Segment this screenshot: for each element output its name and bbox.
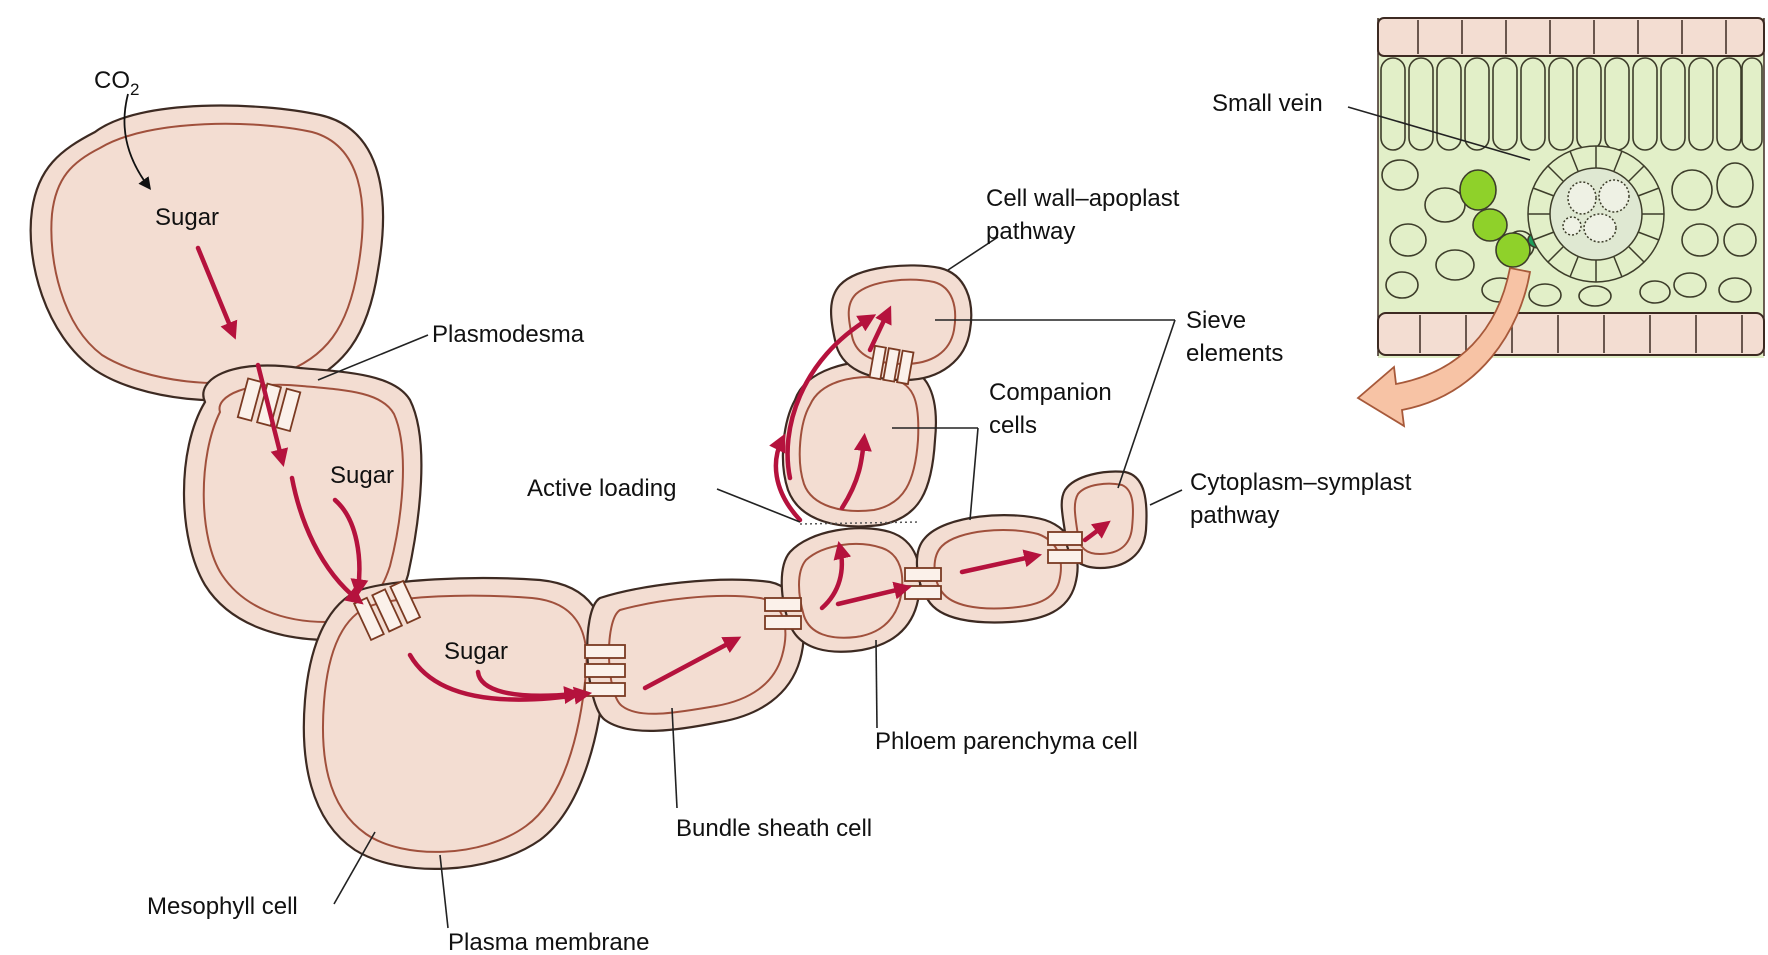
small-vein-label: Small vein (1212, 90, 1323, 117)
leader-cytoplasm (1150, 490, 1182, 505)
leader-companion-lower (970, 428, 978, 520)
small-vein-bundle (1528, 146, 1664, 282)
mesophyll-label: Mesophyll cell (147, 893, 298, 920)
sieve-label-line2: elements (1186, 340, 1283, 367)
mesophyll-cell-top (31, 106, 383, 401)
plasmodesma-pair-7 (870, 346, 914, 384)
sieve-label-line1: Sieve (1186, 307, 1246, 334)
upper-epidermis (1378, 18, 1764, 56)
leaf-cross-section (1378, 18, 1764, 358)
bundle-sheath-label: Bundle sheath cell (676, 815, 872, 842)
cell-wall-label-line1: Cell wall–apoplast (986, 185, 1180, 212)
companion-label-line1: Companion (989, 379, 1112, 406)
sugar-label-2: Sugar (330, 462, 394, 489)
lower-epidermis (1378, 313, 1764, 355)
cell-wall-label-line2: pathway (986, 218, 1075, 245)
sugar-label-1: Sugar (155, 204, 219, 231)
sugar-label-3: Sugar (444, 638, 508, 665)
mesophyll-cell-bottom (304, 578, 606, 869)
companion-label-line2: cells (989, 412, 1037, 439)
palisade-layer (1381, 58, 1762, 150)
plasmodesma-label: Plasmodesma (432, 321, 585, 348)
cytoplasm-label-line1: Cytoplasm–symplast (1190, 469, 1412, 496)
leader-sieve-lower (1118, 320, 1175, 488)
plasma-membrane-label: Plasma membrane (448, 929, 649, 955)
co2-label: CO2 (94, 67, 139, 99)
leader-phloem-parenchyma (876, 640, 877, 728)
cytoplasm-label-line2: pathway (1190, 502, 1279, 529)
plasmodesma-pair-3 (585, 645, 625, 696)
active-loading-label: Active loading (527, 475, 676, 502)
phloem-parenchyma-label: Phloem parenchyma cell (875, 728, 1138, 755)
